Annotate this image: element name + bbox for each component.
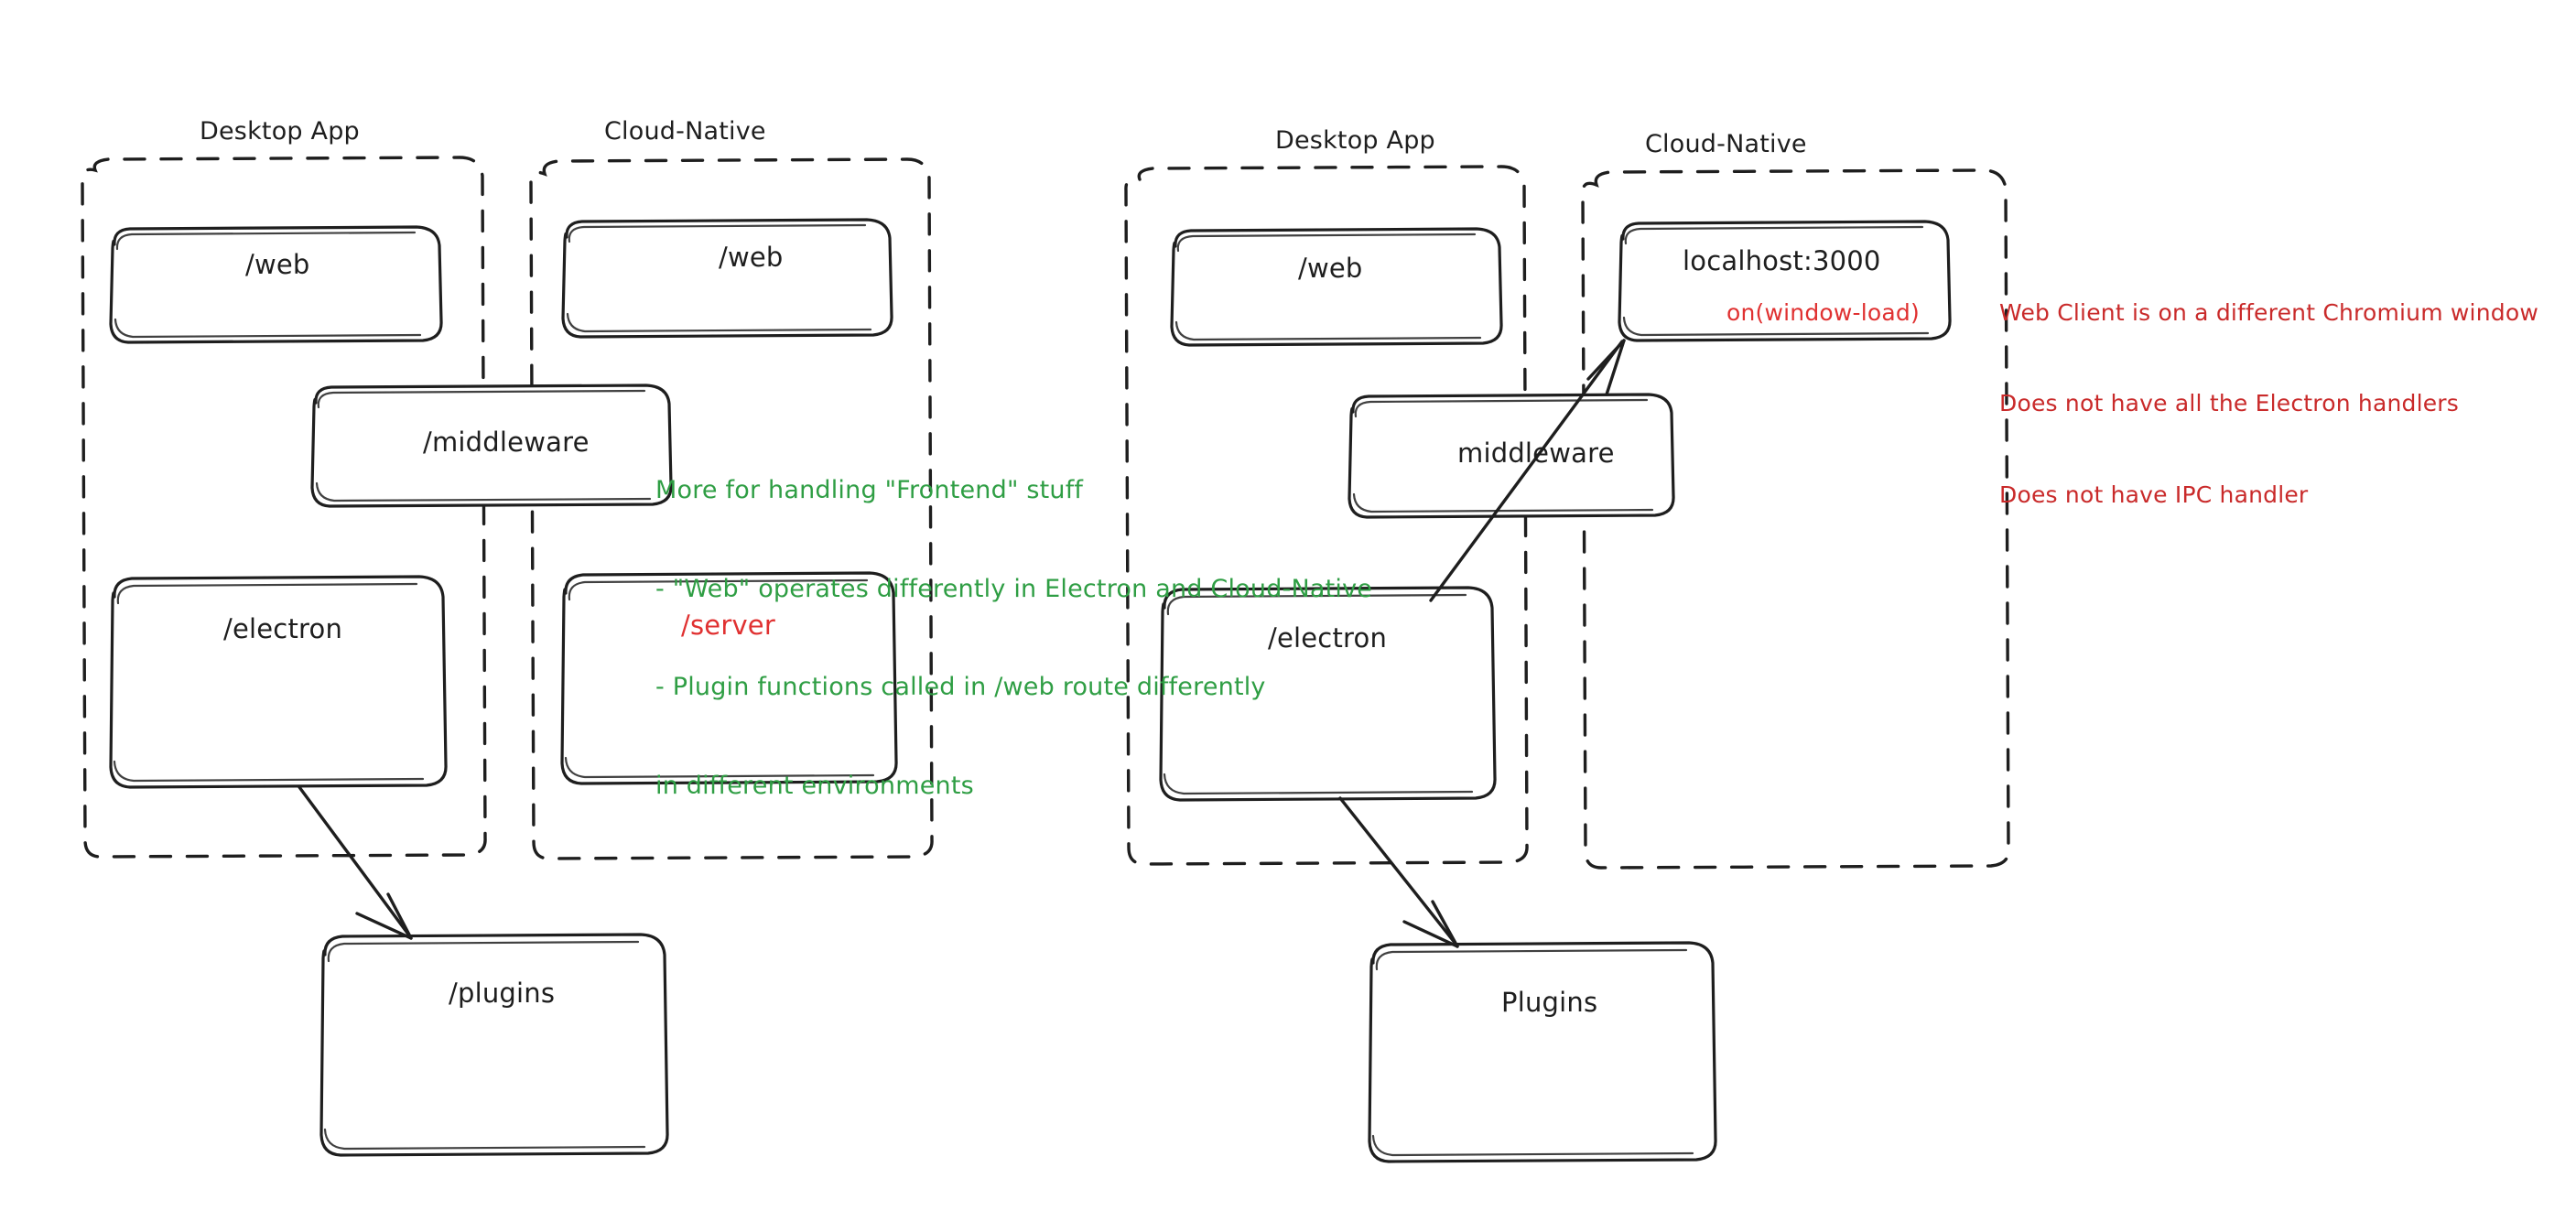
- group-desktop-app-right: [1124, 165, 1529, 866]
- node-web-desktop-left: [109, 225, 443, 344]
- annotation-green-line-4: in different environments: [655, 771, 974, 800]
- node-label-electron-left: /electron: [223, 613, 343, 644]
- annotation-green-line-1: More for handling "Frontend" stuff: [655, 475, 1084, 504]
- group-label-cloud-native-right: Cloud-Native: [1645, 130, 1807, 158]
- group-cloud-native-left: [529, 157, 934, 860]
- node-label-web-desktop-right: /web: [1298, 253, 1363, 284]
- node-label-localhost-3000-right: localhost:3000: [1683, 245, 1881, 276]
- group-label-desktop-app-right: Desktop App: [1275, 126, 1435, 155]
- node-label-plugins-left: /plugins: [449, 978, 556, 1009]
- annotation-green-line-2: - "Web" operates differently in Electron…: [655, 574, 1373, 603]
- group-label-desktop-app-left: Desktop App: [200, 117, 360, 146]
- group-label-cloud-native-left: Cloud-Native: [604, 117, 766, 146]
- node-web-cloud-left: [561, 218, 893, 339]
- arrow-electron-to-plugins-right: [1338, 796, 1459, 948]
- node-label-web-cloud-left: /web: [719, 242, 784, 273]
- annotation-green-left: More for handling "Frontend" stuff - "We…: [655, 408, 1372, 869]
- node-label-electron-right: /electron: [1268, 622, 1388, 654]
- node-plugins-left: [319, 933, 669, 1157]
- node-middleware-right: [1348, 393, 1675, 519]
- node-localhost-3000-right: [1618, 220, 1952, 342]
- node-web-desktop-right: [1170, 227, 1503, 347]
- group-cloud-native-right: [1581, 168, 2010, 870]
- node-electron-left: [109, 575, 448, 789]
- annotation-red-line-3: Does not have IPC handler: [1999, 481, 2309, 508]
- annotation-red-right: Web Client is on a different Chromium wi…: [1999, 236, 2538, 571]
- annotation-red-line-2: Does not have all the Electron handlers: [1999, 390, 2460, 417]
- node-label-web-desktop-left: /web: [245, 249, 310, 280]
- node-middleware-left: [310, 384, 673, 508]
- arrow-electron-to-localhost-right: [1429, 339, 1626, 602]
- arrow-electron-to-plugins-left: [298, 785, 413, 940]
- node-server-left: [560, 571, 898, 785]
- annotation-green-line-3: - Plugin functions called in /web route …: [655, 673, 1266, 702]
- node-label-middleware-right: middleware: [1457, 438, 1615, 469]
- annotation-red-line-1: Web Client is on a different Chromium wi…: [1999, 298, 2538, 326]
- node-label-middleware-left: /middleware: [423, 427, 590, 458]
- group-desktop-app-left: [81, 156, 487, 859]
- node-label-plugins-right: Plugins: [1501, 987, 1598, 1018]
- node-electron-right: [1159, 586, 1497, 802]
- node-plugins-right: [1368, 941, 1717, 1163]
- node-sublabel-on-window-load: on(window-load): [1726, 299, 1920, 326]
- node-label-server-left: /server: [681, 610, 775, 641]
